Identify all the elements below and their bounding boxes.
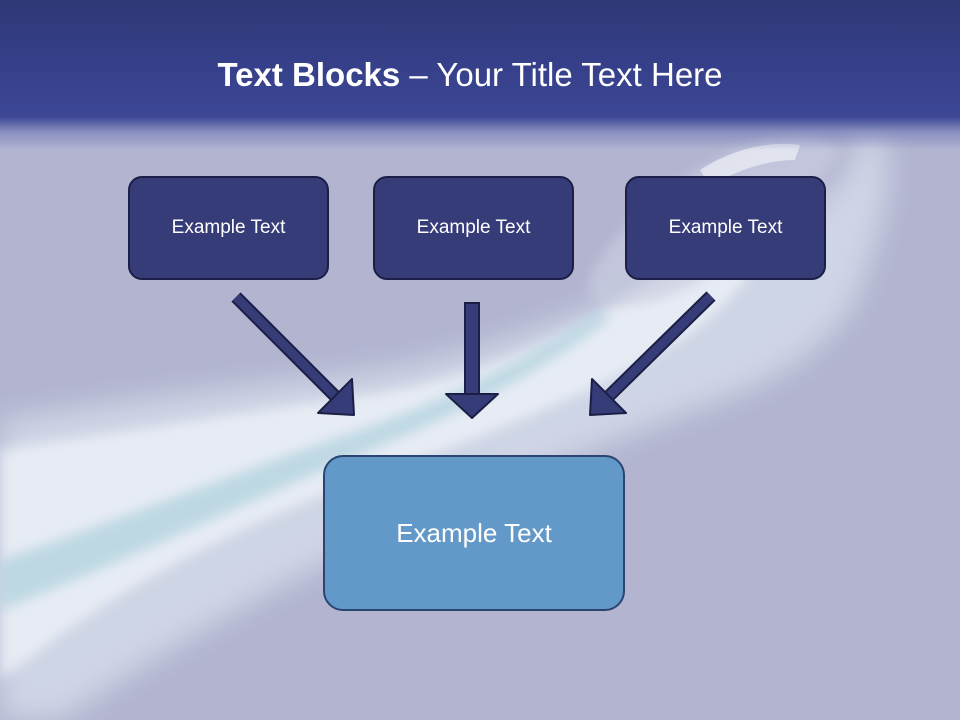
text-block-3[interactable]: Example Text xyxy=(625,176,826,280)
text-block-1[interactable]: Example Text xyxy=(128,176,329,280)
title-dash: – xyxy=(400,56,437,93)
title-bar xyxy=(0,0,960,150)
text-block-3-label: Example Text xyxy=(668,217,783,238)
text-block-2-label: Example Text xyxy=(416,217,531,238)
arrow-down-left-icon xyxy=(589,291,716,416)
main-text-block-label: Example Text xyxy=(396,517,552,548)
page-title: Text Blocks – Your Title Text Here xyxy=(0,52,940,98)
title-bold-part: Text Blocks xyxy=(217,56,401,93)
title-rest: Your Title Text Here xyxy=(436,56,723,93)
text-block-2[interactable]: Example Text xyxy=(373,176,574,280)
text-block-1-label: Example Text xyxy=(171,217,286,238)
main-text-block[interactable]: Example Text xyxy=(323,455,625,611)
arrow-down-right-icon xyxy=(231,292,355,416)
arrow-down-icon xyxy=(445,302,499,419)
